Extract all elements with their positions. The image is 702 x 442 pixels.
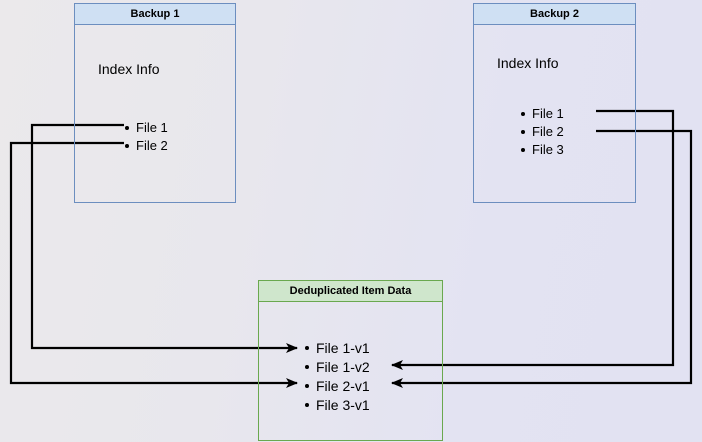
dedup-file-item[interactable]: File 2-v1 [302,377,370,396]
node-dedup-title: Deduplicated Item Data [289,284,412,297]
node-backup-2-title: Backup 2 [530,7,579,20]
node-backup-2-header: Backup 2 [473,3,636,25]
connector-backup1-file2-to-file2v1 [9,141,298,388]
backup-2-file-item[interactable]: File 3 [518,141,564,159]
dedup-file-list: File 1-v1 File 1-v2 File 2-v1 File 3-v1 [302,339,370,415]
node-backup-1[interactable]: Backup 1 Index Info File 1 File 2 [74,3,236,203]
backup-2-index-info-label: Index Info [497,55,559,71]
backup-1-file-item[interactable]: File 1 [122,119,168,137]
connector-backup2-file2-to-file2v1 [391,129,693,388]
backup-1-index-info-label: Index Info [98,61,160,77]
backup-1-file-item[interactable]: File 2 [122,137,168,155]
backup-2-file-list: File 1 File 2 File 3 [518,105,564,159]
dedup-file-item[interactable]: File 1-v1 [302,339,370,358]
node-backup-1-header: Backup 1 [74,3,236,25]
node-dedup-body [258,302,443,441]
node-backup-2-body [473,25,636,203]
dedup-file-item[interactable]: File 1-v2 [302,358,370,377]
dedup-file-item[interactable]: File 3-v1 [302,396,370,415]
node-deduplicated-item-data[interactable]: Deduplicated Item Data File 1-v1 File 1-… [258,280,443,441]
connector-backup2-file1-to-file1v2 [391,109,675,370]
node-backup-1-body [74,25,236,203]
node-backup-1-title: Backup 1 [130,7,180,20]
backup-2-file-item[interactable]: File 2 [518,123,564,141]
backup-1-file-list: File 1 File 2 [122,119,168,155]
node-backup-2[interactable]: Backup 2 Index Info File 1 File 2 File 3 [473,3,636,203]
connector-backup1-file1-to-file1v1 [30,123,298,353]
node-dedup-header: Deduplicated Item Data [258,280,443,302]
backup-2-file-item[interactable]: File 1 [518,105,564,123]
